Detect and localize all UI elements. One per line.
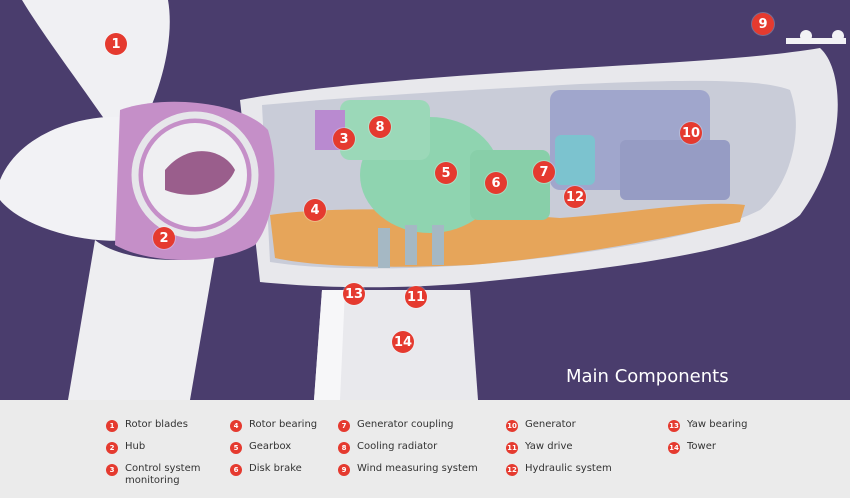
legend-number: 10 bbox=[506, 420, 518, 432]
legend-number: 11 bbox=[506, 442, 518, 454]
illustration: 1 2 3 4 5 6 7 8 9 10 11 12 13 14 Main Co… bbox=[0, 0, 850, 400]
marker-generator: 10 bbox=[680, 122, 702, 144]
marker-yaw-drive: 11 bbox=[405, 286, 427, 308]
marker-yaw-bearing: 13 bbox=[343, 283, 365, 305]
legend-item: 6 Disk brake bbox=[230, 463, 369, 476]
legend-number: 3 bbox=[106, 464, 118, 476]
marker-cooling-radiator: 8 bbox=[369, 116, 391, 138]
legend-number: 7 bbox=[338, 420, 350, 432]
legend-number: 2 bbox=[106, 442, 118, 454]
nose-cone bbox=[0, 116, 130, 241]
legend-number: 1 bbox=[106, 420, 118, 432]
legend-item: 7 Generator coupling bbox=[338, 419, 497, 432]
legend-label: Rotor blades bbox=[125, 419, 188, 430]
marker-rotor-bearing: 4 bbox=[304, 199, 326, 221]
legend-item: 1 Rotor blades bbox=[106, 419, 245, 432]
legend-number: 8 bbox=[338, 442, 350, 454]
legend-label: Generator bbox=[525, 419, 576, 430]
legend-item: 3 Control system monitoring bbox=[106, 463, 215, 487]
legend-number: 12 bbox=[506, 464, 518, 476]
legend-label: Wind measuring system bbox=[357, 463, 478, 474]
marker-tower: 14 bbox=[392, 331, 414, 353]
marker-disk-brake: 6 bbox=[485, 172, 507, 194]
marker-wind-measuring: 9 bbox=[752, 13, 774, 35]
legend-label: Tower bbox=[687, 441, 716, 452]
upper-blade bbox=[22, 0, 170, 120]
legend-item: 9 Wind measuring system bbox=[338, 463, 497, 476]
legend-label: Rotor bearing bbox=[249, 419, 318, 430]
legend-number: 5 bbox=[230, 442, 242, 454]
legend-number: 6 bbox=[230, 464, 242, 476]
legend-number: 13 bbox=[668, 420, 680, 432]
legend-label: Disk brake bbox=[249, 463, 302, 474]
legend-item: 11 Yaw drive bbox=[506, 441, 645, 454]
legend-label: Gearbox bbox=[249, 441, 292, 452]
legend: 1 Rotor blades 2 Hub 3 Control system mo… bbox=[0, 400, 850, 498]
turbine-illustration bbox=[0, 0, 850, 400]
legend-number: 4 bbox=[230, 420, 242, 432]
legend-item: 5 Gearbox bbox=[230, 441, 369, 454]
legend-label: Yaw drive bbox=[525, 441, 573, 452]
diagram-title: Main Components bbox=[566, 366, 729, 387]
lower-blade bbox=[68, 240, 215, 400]
legend-number: 9 bbox=[338, 464, 350, 476]
legend-label: Control system monitoring bbox=[125, 463, 201, 486]
marker-control-system: 3 bbox=[333, 128, 355, 150]
legend-label: Cooling radiator bbox=[357, 441, 438, 452]
legend-item: 12 Hydraulic system bbox=[506, 463, 645, 476]
legend-item: 13 Yaw bearing bbox=[668, 419, 807, 432]
marker-gearbox: 5 bbox=[435, 162, 457, 184]
legend-label: Hub bbox=[125, 441, 146, 452]
legend-item: 2 Hub bbox=[106, 441, 245, 454]
legend-item: 8 Cooling radiator bbox=[338, 441, 497, 454]
marker-hub: 2 bbox=[153, 227, 175, 249]
legend-item: 10 Generator bbox=[506, 419, 645, 432]
marker-hydraulic-system: 12 bbox=[564, 186, 586, 208]
legend-label: Hydraulic system bbox=[525, 463, 612, 474]
legend-item: 4 Rotor bearing bbox=[230, 419, 369, 432]
legend-number: 14 bbox=[668, 442, 680, 454]
marker-generator-coupling: 7 bbox=[533, 161, 555, 183]
legend-item: 14 Tower bbox=[668, 441, 807, 454]
legend-label: Generator coupling bbox=[357, 419, 454, 430]
legend-label: Yaw bearing bbox=[687, 419, 748, 430]
marker-rotor-blades: 1 bbox=[105, 33, 127, 55]
